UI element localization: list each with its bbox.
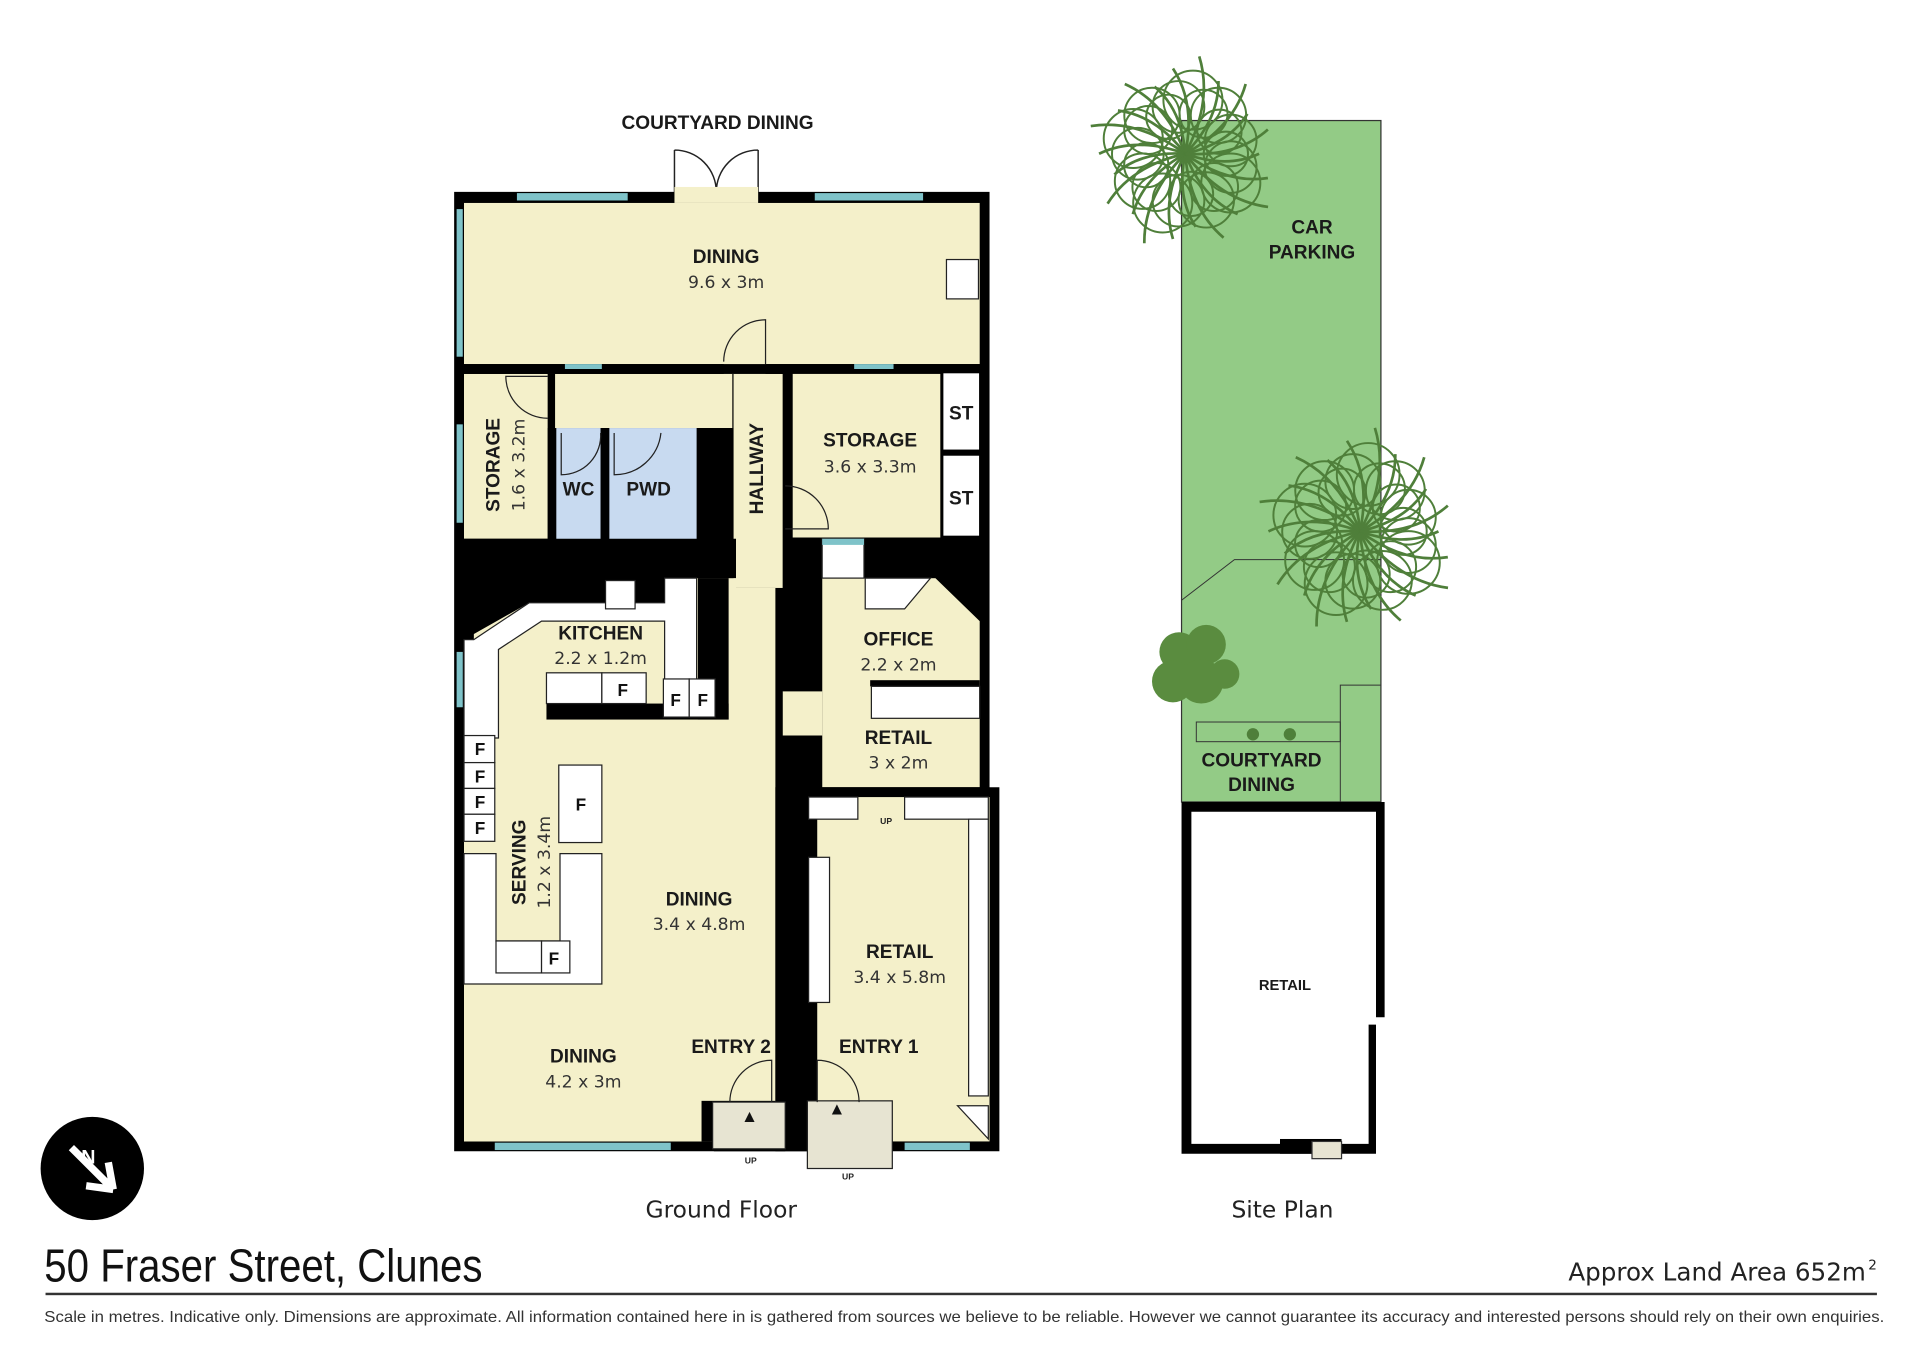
room-name: DINING xyxy=(666,889,733,910)
fridge-labels: F F F F F F F F F xyxy=(475,680,708,968)
room-name: OFFICE xyxy=(863,630,933,651)
room-name: KITCHEN xyxy=(558,624,643,645)
courtyard-label: COURTYARD xyxy=(1201,750,1321,771)
room-name: ENTRY 1 xyxy=(839,1037,919,1058)
room-labels: DINING 9.6 x 3m STORAGE 1.6 x 3.2m WC PW… xyxy=(484,247,946,1092)
property-address: 50 Fraser Street, Clunes xyxy=(44,1240,482,1292)
fridge-label: F xyxy=(618,680,629,700)
room-name: STORAGE xyxy=(823,430,917,451)
room-name: ENTRY 2 xyxy=(691,1037,770,1058)
room-name: DINING xyxy=(550,1047,617,1068)
room-dims: 9.6 x 3m xyxy=(688,273,764,293)
tree-icon xyxy=(1090,55,1269,244)
up-label: UP xyxy=(842,1172,854,1182)
fridge-label: F xyxy=(475,792,486,812)
car-parking-label: CAR xyxy=(1291,218,1333,239)
site-plan: CAR PARKING COURTYARD DINING RETAIL Site… xyxy=(1090,55,1449,1224)
wc-floor xyxy=(556,428,601,539)
trees xyxy=(1090,55,1449,627)
store-label: ST xyxy=(949,488,974,509)
room-name: PWD xyxy=(626,480,670,501)
fridge-label: F xyxy=(475,739,486,759)
room-dims: 3.4 x 5.8m xyxy=(853,968,946,988)
room-dims: 3.6 x 3.3m xyxy=(824,457,917,477)
entry-step xyxy=(1311,1140,1343,1160)
room-dims: 2.2 x 2m xyxy=(860,655,936,675)
footer-divider xyxy=(45,1292,1877,1296)
north-label: N xyxy=(81,1147,95,1169)
ground-floor-caption: Ground Floor xyxy=(645,1196,797,1224)
site-plan-caption: Site Plan xyxy=(1231,1196,1333,1224)
doors xyxy=(505,319,860,1103)
room-name: SERVING xyxy=(510,820,531,905)
lawn-boundary xyxy=(1339,684,1381,802)
french-doors xyxy=(673,149,759,194)
fridge-label: F xyxy=(698,690,709,710)
land-area: Approx Land Area 652m xyxy=(1568,1257,1865,1286)
north-compass-icon: N xyxy=(40,1116,144,1221)
pot-plant-icon xyxy=(1246,728,1260,741)
store-cupboard xyxy=(942,372,981,451)
room-dims: 3 x 2m xyxy=(869,754,929,774)
room-name: RETAIL xyxy=(865,728,933,749)
lawn-boundary xyxy=(1181,559,1381,601)
disclaimer: Scale in metres. Indicative only. Dimens… xyxy=(44,1309,1884,1326)
windows xyxy=(456,193,970,1151)
wc-pwd-wall xyxy=(600,428,610,539)
room-name: RETAIL xyxy=(866,942,934,963)
shrub-icon xyxy=(1152,624,1240,704)
car-parking-label: PARKING xyxy=(1269,242,1356,263)
room-name: HALLWAY xyxy=(747,423,768,515)
room-name: WC xyxy=(563,480,595,501)
fridge-label: F xyxy=(549,948,560,968)
store-label: ST xyxy=(949,403,974,424)
fridge-label: F xyxy=(670,690,681,710)
retail-label: RETAIL xyxy=(1259,978,1311,994)
room-dims: 2.2 x 1.2m xyxy=(554,649,647,669)
room-name: STORAGE xyxy=(484,418,505,512)
pwd-floor xyxy=(609,428,697,539)
room-name: DINING xyxy=(693,247,760,268)
courtyard-dining-outside-label: COURTYARD DINING xyxy=(621,113,813,134)
tree-icon xyxy=(1259,427,1449,627)
room-dims: 1.6 x 3.2m xyxy=(509,419,529,512)
stair-arrow-icon: ▲ xyxy=(828,1098,845,1118)
courtyard-bench xyxy=(1195,721,1341,743)
ground-floor-plan: COURTYARD DINING xyxy=(454,113,1000,1224)
room-dims: 1.2 x 3.4m xyxy=(535,816,555,909)
internal-walls xyxy=(464,364,990,1152)
store-cupboard xyxy=(942,454,981,537)
pot-plant-icon xyxy=(1283,728,1296,741)
land-area-superscript: 2 xyxy=(1868,1257,1877,1273)
fridge-label: F xyxy=(475,766,486,786)
fridge-label: F xyxy=(576,795,587,815)
up-label: UP xyxy=(880,816,892,826)
fridge-label: F xyxy=(475,818,486,838)
stair-arrow-icon: ▲ xyxy=(741,1106,758,1126)
kitchen-benches xyxy=(463,258,989,1170)
room-dims: 4.2 x 3m xyxy=(545,1072,621,1092)
up-label: UP xyxy=(745,1156,757,1166)
courtyard-label: DINING xyxy=(1228,775,1295,796)
room-dims: 3.4 x 4.8m xyxy=(653,915,746,935)
